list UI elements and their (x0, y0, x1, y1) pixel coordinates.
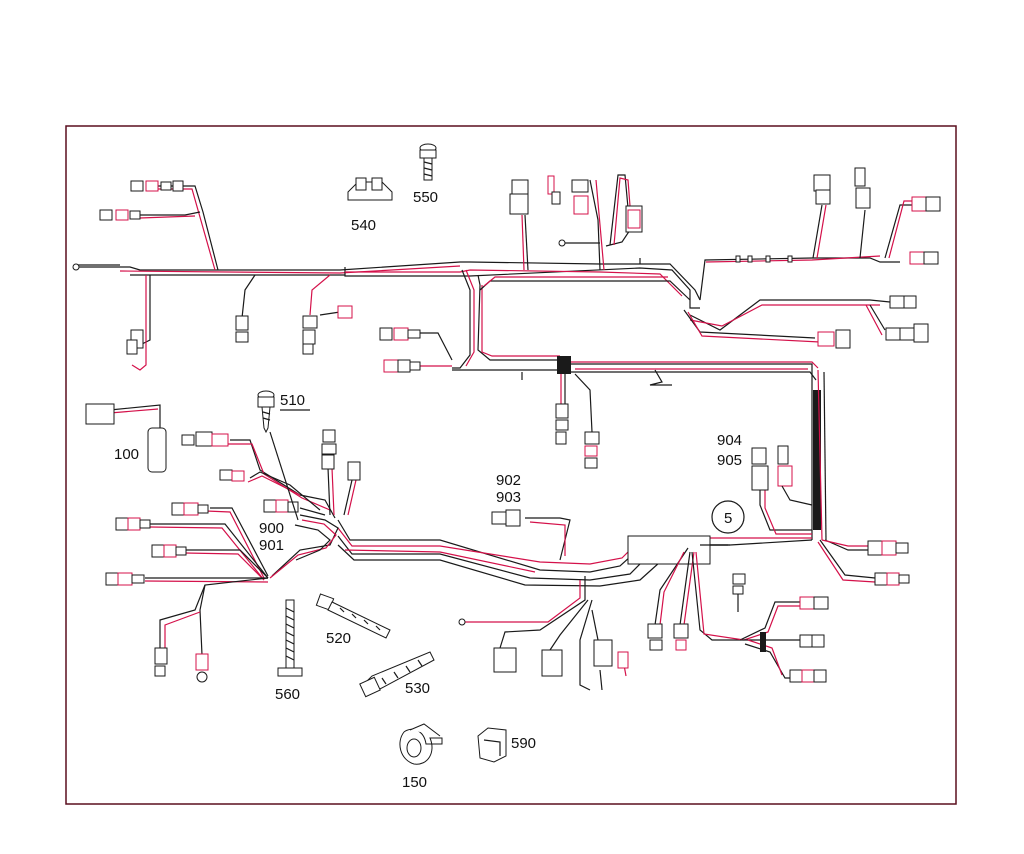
callout-530: 530 (405, 680, 430, 697)
strap-530-part (359, 651, 435, 698)
diagram-frame (65, 125, 957, 805)
upper-right-branches (683, 167, 941, 349)
callout-labels: 550 540 510 100 900 901 902 903 904 905 … (114, 189, 742, 791)
clamp-150-part (399, 723, 443, 765)
callout-590: 590 (511, 735, 536, 752)
middle-connectors (379, 327, 672, 469)
lower-center-branches (458, 509, 629, 691)
callout-904: 904 (717, 432, 742, 449)
callout-905: 905 (717, 452, 742, 469)
screw-510-part (257, 390, 310, 521)
callout-540: 540 (351, 217, 376, 234)
callout-900: 900 (259, 520, 284, 537)
callout-510: 510 (280, 392, 305, 409)
lower-right-branches (627, 445, 910, 683)
callout-5-circle (711, 500, 745, 534)
bolt-560-part (277, 599, 303, 677)
callout-902: 902 (496, 472, 521, 489)
callout-560: 560 (275, 686, 300, 703)
loose-parts (257, 143, 745, 765)
main-harness-trunk (76, 261, 827, 587)
callout-550: 550 (413, 189, 438, 206)
clip-540-part (347, 177, 393, 201)
callout-100: 100 (114, 446, 139, 463)
callout-903: 903 (496, 489, 521, 506)
upper-left-branches (72, 180, 353, 371)
callout-901: 901 (259, 537, 284, 554)
bolt-550-part (419, 143, 437, 181)
upper-center-branches (509, 174, 643, 271)
callout-150: 150 (402, 774, 427, 791)
left-cluster (85, 403, 361, 683)
strap-520-part (315, 593, 391, 639)
callout-520: 520 (326, 630, 351, 647)
bracket-590-part (477, 727, 507, 763)
callout-5: 5 (724, 510, 732, 527)
